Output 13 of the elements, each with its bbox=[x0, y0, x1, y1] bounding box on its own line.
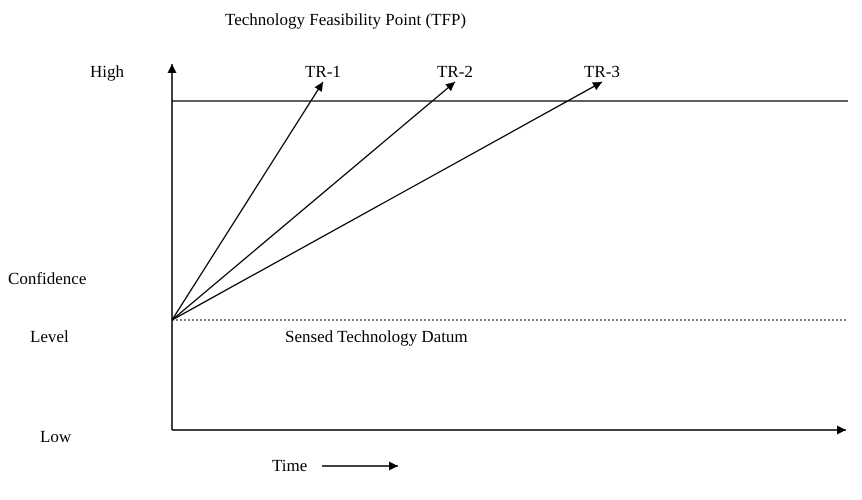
chart-title: Technology Feasibility Point (TFP) bbox=[225, 10, 466, 30]
axis-tick-label: High bbox=[90, 62, 124, 82]
line-label: Sensed Technology Datum bbox=[285, 327, 468, 347]
trajectory-label: TR-1 bbox=[305, 62, 341, 82]
axis-tick-label: Low bbox=[40, 427, 72, 447]
arrow bbox=[172, 81, 602, 321]
axis-label: Level bbox=[30, 327, 69, 347]
arrow bbox=[171, 82, 324, 320]
trajectory-label: TR-3 bbox=[584, 62, 620, 82]
axis-label: Confidence bbox=[8, 269, 86, 289]
axis-label: Time bbox=[272, 456, 308, 476]
trajectory-label: TR-2 bbox=[437, 62, 473, 82]
arrow bbox=[172, 82, 456, 320]
